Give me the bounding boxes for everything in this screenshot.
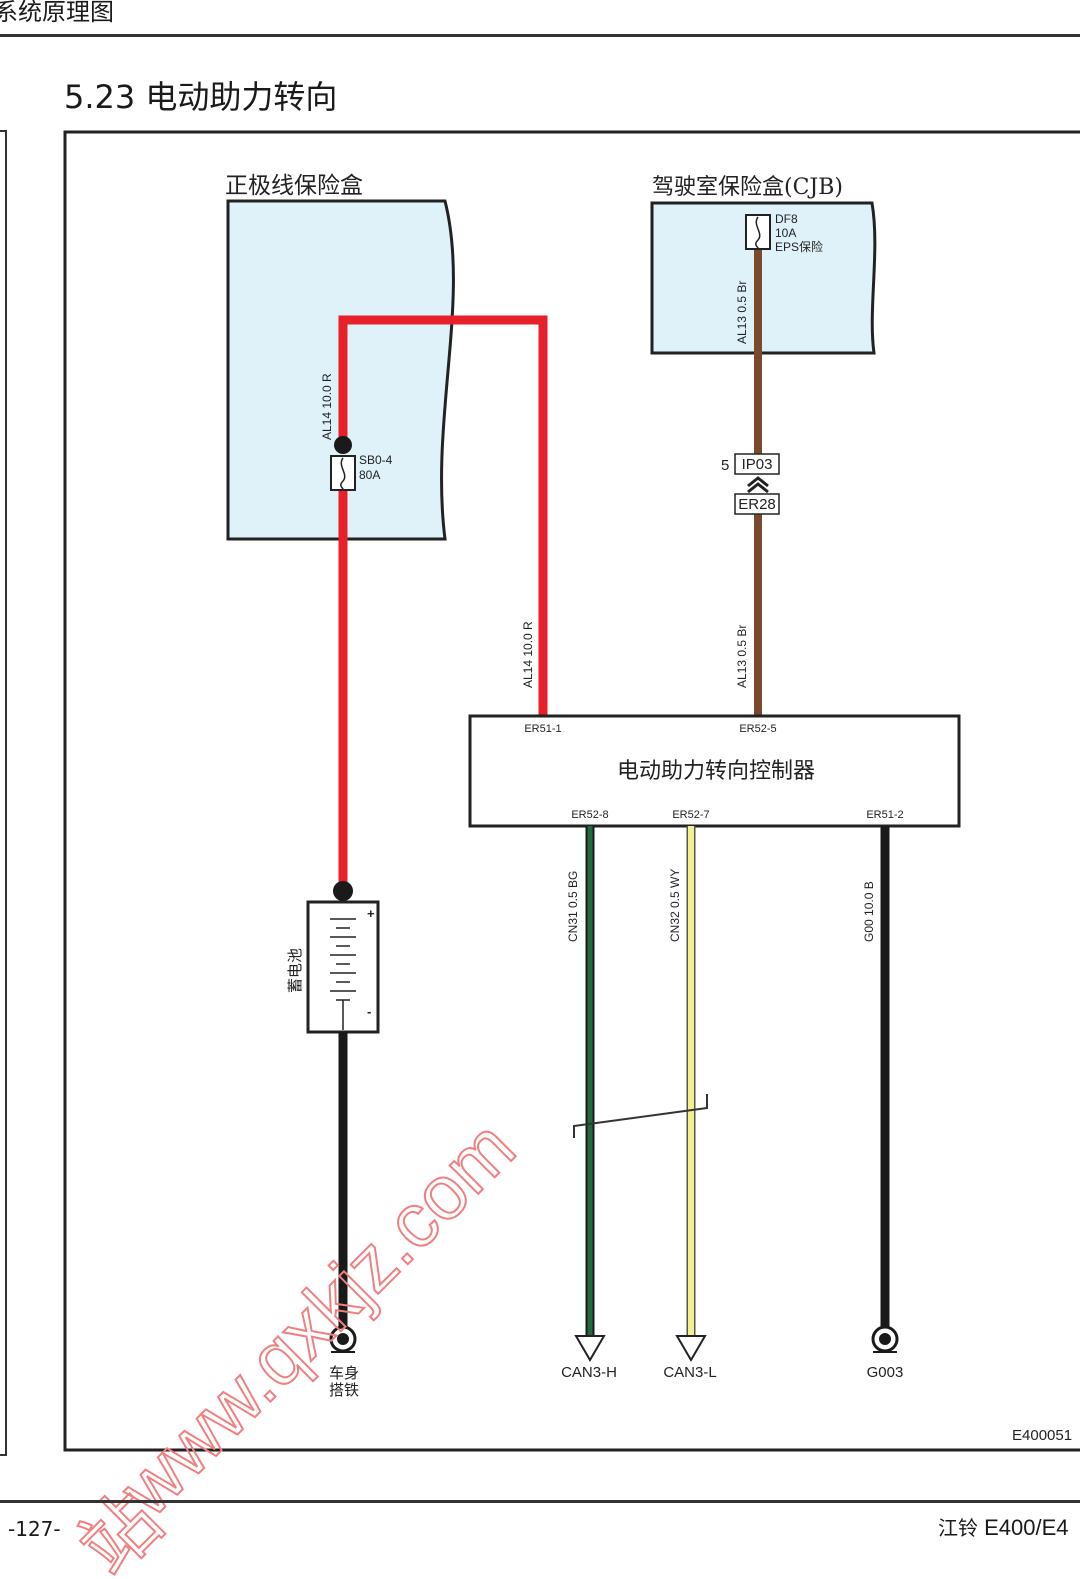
footer-model-cn: 江铃	[938, 1516, 978, 1540]
positive-fuse-box-label: 正极线保险盒	[225, 173, 363, 199]
cab-fuse-box-label: 驾驶室保险盒(CJB)	[652, 175, 843, 200]
left-page-frame	[0, 130, 7, 1456]
wire-label-g00: G00 10.0 B	[862, 881, 876, 942]
battery-positive-splice	[333, 881, 353, 901]
footer-model-latin: E400/E4	[978, 1515, 1069, 1540]
fuse-df8-element	[755, 216, 761, 249]
page-number: -127-	[8, 1517, 61, 1541]
eps-controller-label: 电动助力转向控制器	[617, 759, 815, 784]
fuse-df8-rating: 10A	[775, 226, 796, 240]
wire-label-al14-upper: AL14 10.0 R	[320, 373, 334, 440]
page-title: 5.23 电动助力转向	[64, 78, 338, 116]
twisted-pair-marker	[573, 1094, 708, 1138]
pin-er52-7: ER52-7	[672, 809, 709, 821]
diagram-frame	[63, 130, 1080, 1452]
pin-er52-8: ER52-8	[571, 809, 608, 821]
header-rule	[0, 34, 1080, 37]
terminal-g003: G003	[867, 1364, 904, 1381]
wire-label-al13-upper: AL13 0.5 Br	[735, 281, 749, 344]
can-l-terminal-arrow-icon	[675, 1335, 707, 1362]
connector-ip03-box	[734, 453, 780, 475]
battery-plus-sign: +	[367, 906, 375, 921]
fuse-sb0-4-element	[340, 457, 346, 490]
ground-g003-icon	[879, 1333, 891, 1345]
eps-controller-box	[468, 714, 961, 828]
can-h-terminal-arrow-icon	[574, 1335, 606, 1362]
splice-dot-top	[334, 436, 352, 454]
fuse-sb0-4-id: SB0-4	[359, 453, 393, 467]
connector-er28-box	[734, 493, 780, 515]
wire-label-al14-lower: AL14 10.0 R	[521, 621, 535, 688]
pin-er52-5: ER52-5	[739, 723, 776, 735]
body-ground-label-1: 车身	[329, 1364, 359, 1382]
header-section-label: 系统原理图	[0, 0, 114, 26]
fuse-sb0-4-symbol	[330, 455, 356, 491]
connector-er28-label: ER28	[738, 496, 776, 513]
connector-chevron-icon	[747, 476, 769, 494]
wire-label-cn32: CN32 0.5 WY	[668, 869, 682, 942]
battery-minus-sign: -	[367, 1004, 371, 1019]
connector-pin-number: 5	[721, 457, 729, 474]
terminal-can3-h: CAN3-H	[561, 1364, 617, 1381]
wire-label-al13-lower: AL13 0.5 Br	[735, 625, 749, 688]
fuse-df8-id: DF8	[775, 212, 798, 226]
diagram-id: E400051	[1012, 1427, 1072, 1444]
battery-cells-icon	[330, 918, 356, 1030]
cab-fuse-box	[650, 201, 877, 355]
fuse-sb0-4-rating: 80A	[359, 468, 380, 482]
footer-rule	[0, 1500, 1080, 1503]
fuse-df8-desc: EPS保险	[775, 239, 823, 254]
body-ground-label-2: 搭铁	[329, 1381, 359, 1399]
terminal-can3-l: CAN3-L	[663, 1364, 716, 1381]
pin-er51-1: ER51-1	[524, 723, 561, 735]
wire-al14-to-controller	[338, 315, 548, 718]
body-ground-icon	[337, 1333, 349, 1345]
wire-label-cn31: CN31 0.5 BG	[566, 871, 580, 942]
footer-model: 江铃 E400/E4	[938, 1512, 1069, 1541]
watermark-text: www.qxkjz.com	[103, 1105, 531, 1533]
pin-er51-2: ER51-2	[866, 809, 903, 821]
fuse-df8-symbol	[745, 214, 771, 250]
battery-label: 蓄电池	[286, 948, 304, 993]
connector-ip03-label: IP03	[742, 456, 773, 473]
